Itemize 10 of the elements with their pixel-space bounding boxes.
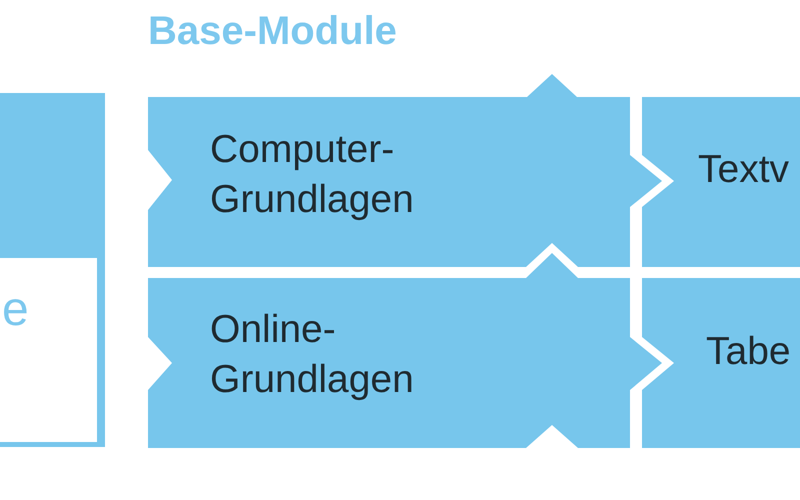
module-name: Online-Grundlagen bbox=[210, 307, 414, 403]
module-name: Textv bbox=[698, 147, 790, 193]
module-name: Tabe bbox=[706, 329, 791, 375]
puzzle-piece bbox=[642, 278, 800, 448]
panel-text: e bbox=[2, 286, 29, 334]
section-heading: Base-Module bbox=[148, 11, 397, 51]
module-name: Computer-Grundlagen bbox=[210, 127, 414, 223]
puzzle-piece bbox=[642, 97, 800, 267]
inset-panel bbox=[0, 258, 97, 442]
side-panel bbox=[0, 93, 105, 447]
